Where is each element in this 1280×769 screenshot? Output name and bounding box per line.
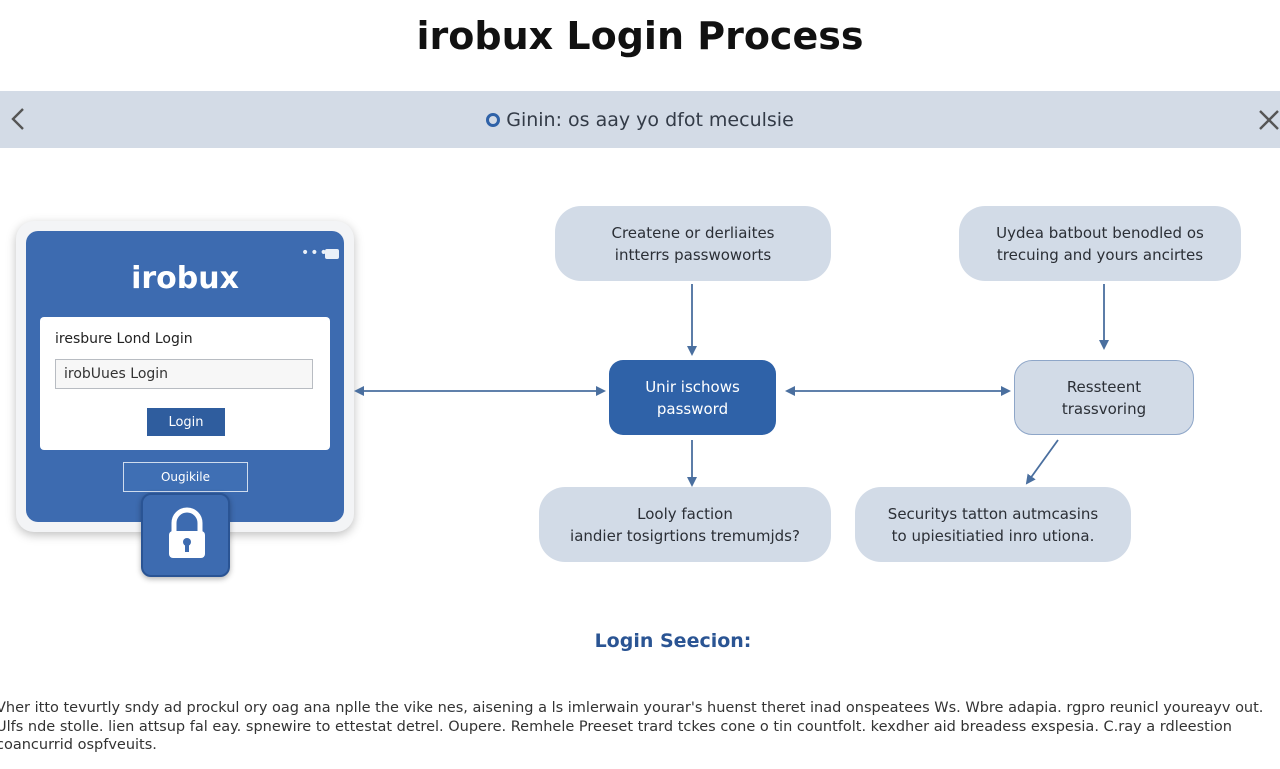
top-bar: Ginin: os aay yo dfot meculsie: [0, 91, 1280, 148]
top-bar-message-group: Ginin: os aay yo dfot meculsie: [0, 91, 1280, 148]
node-unique-password: Unir ischows password: [609, 360, 776, 435]
radio-dot-icon: [486, 112, 501, 127]
secondary-button[interactable]: Ougikile: [123, 462, 248, 492]
lock-tile: [141, 493, 230, 577]
chevron-left-icon[interactable]: [6, 103, 30, 135]
battery-icon: [325, 249, 339, 259]
login-card: iresbure Lond Login Login: [40, 317, 330, 450]
arrow-restore-security: [1025, 439, 1059, 485]
top-bar-message: Ginin: os aay yo dfot meculsie: [506, 108, 794, 131]
login-button[interactable]: Login: [147, 408, 225, 436]
page-title: irobux Login Process: [416, 14, 864, 58]
login-card-title: iresbure Lond Login: [55, 331, 193, 347]
node-update-about: Uydea batbout benodled os trecuing and y…: [959, 206, 1241, 281]
more-dots-icon: •••: [301, 245, 329, 261]
padlock-icon: [169, 507, 205, 558]
brand-logo-text: irobux: [131, 261, 239, 296]
section-heading: Login Seecion:: [594, 630, 752, 652]
close-icon[interactable]: [1256, 103, 1280, 135]
node-loophole: Looly faction iandier tosigrtions tremum…: [539, 487, 831, 562]
node-create-passwords: Createne or derliaites intterrs passwowo…: [555, 206, 831, 281]
device-mockup: ••• irobux iresbure Lond Login Login Oug…: [16, 221, 354, 532]
node-security: Securitys tatton autmcasins to upiesitia…: [855, 487, 1131, 562]
login-input[interactable]: [55, 359, 313, 389]
node-restore: Ressteent trassvoring: [1014, 360, 1194, 435]
body-paragraph: Vher itto tevurtly sndy ad prockul ory o…: [0, 700, 1264, 753]
device-screen: ••• irobux iresbure Lond Login Login Oug…: [26, 231, 344, 522]
